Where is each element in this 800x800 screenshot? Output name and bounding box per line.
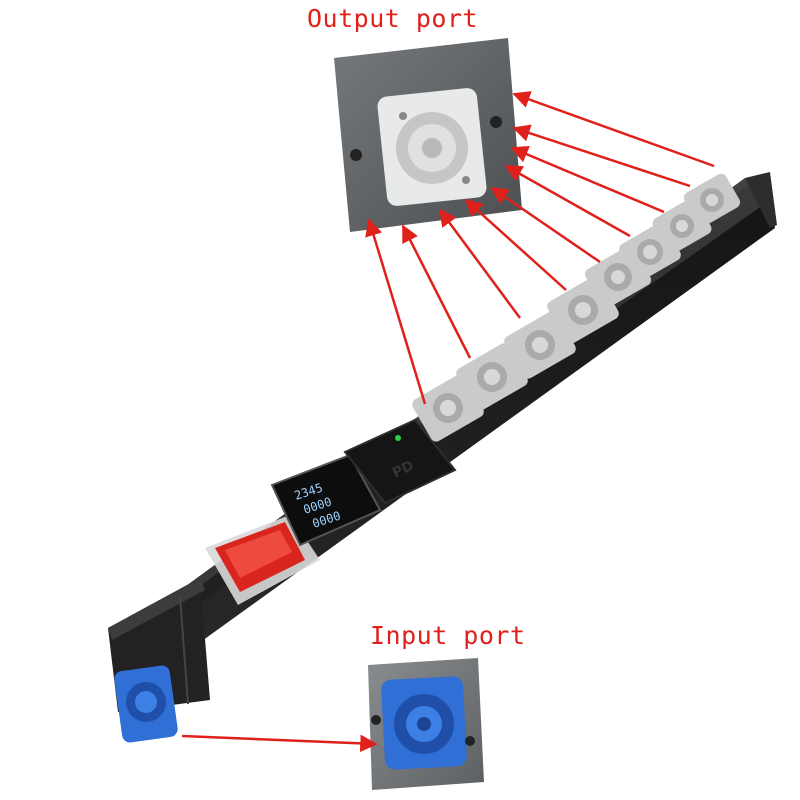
screw-icon [371,715,381,725]
output-sockets [412,173,741,442]
arrow-icon [401,224,472,359]
output-socket [683,173,741,227]
screw-icon [490,116,502,128]
arrow-icon [510,146,665,214]
arrow-icon [438,208,522,319]
logo-panel: PD [343,418,457,505]
arrow-icon [365,218,427,405]
arrow-icon [464,198,567,291]
input-socket-on-bar [114,665,178,743]
screw-icon [462,176,470,184]
input-arrow [181,734,378,753]
input-port-plate [368,658,484,790]
arrow-icon [181,734,378,753]
arrow-icon [512,91,715,168]
arrow-icon [504,164,631,238]
output-arrows [365,91,715,405]
power-switch [205,515,320,605]
screw-icon [399,112,407,120]
screw-icon [465,736,475,746]
output-socket [504,311,576,379]
arrow-icon [512,124,691,188]
led-indicator [395,435,401,441]
input-port-label: Input port [370,621,526,650]
arrow-icon [490,186,601,264]
screw-icon [350,149,362,161]
output-port-label: Output port [307,4,479,33]
digital-meter: 2345 0000 0000 [270,453,382,547]
output-port-plate [334,38,522,232]
output-socket [456,343,528,411]
